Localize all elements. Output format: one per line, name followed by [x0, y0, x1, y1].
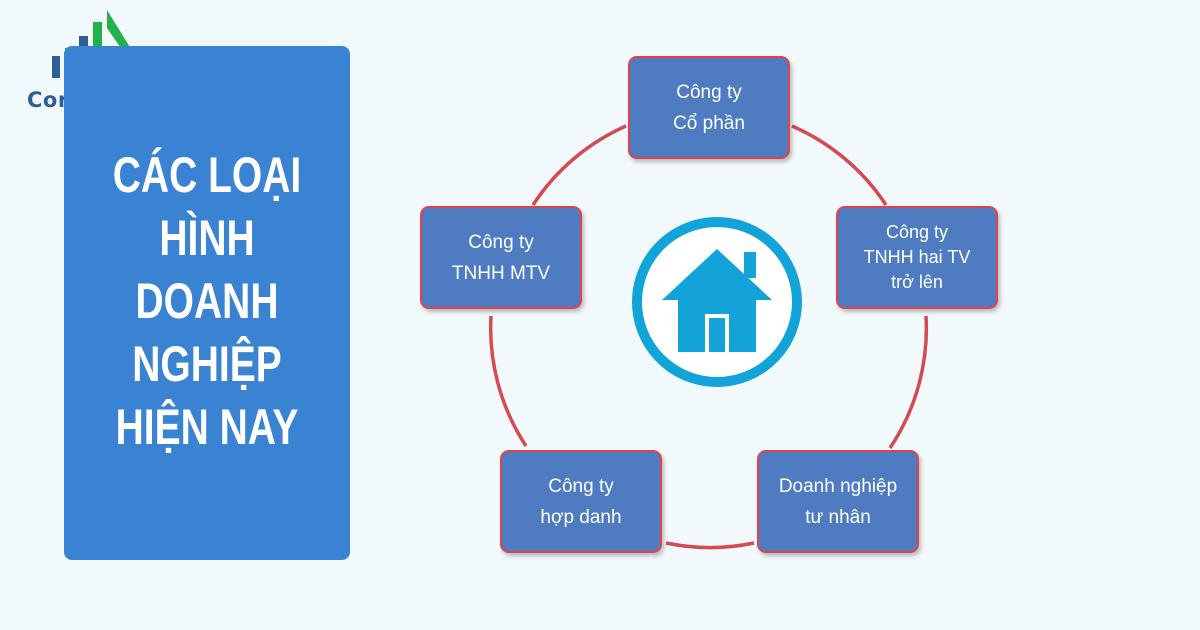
ring-arc	[531, 124, 627, 206]
node-label: Doanh nghiệp	[778, 475, 898, 497]
title-line: DOANH	[135, 273, 279, 329]
page-title: CÁC LOẠI HÌNH DOANH NGHIỆP HIỆN NAY	[95, 144, 318, 459]
title-line: CÁC LOẠI	[112, 147, 302, 203]
node-label: Công ty	[885, 222, 949, 242]
node-label: hợp danh	[540, 506, 622, 528]
node-joint-stock-company: Công ty Cổ phần	[628, 56, 790, 159]
ring-arc	[791, 124, 888, 206]
node-label: tư nhân	[805, 506, 871, 528]
node-label: trở lên	[891, 272, 943, 292]
node-label: TNHH hai TV	[863, 247, 971, 267]
node-llc-single-member: Công ty TNHH MTV	[420, 206, 582, 309]
node-partnership: Công ty hợp danh	[500, 450, 662, 553]
node-label: Công ty	[548, 475, 614, 497]
node-label: Cổ phần	[673, 112, 745, 134]
title-line: NGHIỆP	[132, 336, 282, 392]
title-panel: CÁC LOẠI HÌNH DOANH NGHIỆP HIỆN NAY	[64, 46, 350, 560]
node-label: Công ty	[676, 81, 742, 103]
title-line: HÌNH	[159, 210, 255, 266]
node-label: TNHH MTV	[451, 262, 551, 284]
ring-arc	[888, 315, 929, 449]
house-icon	[632, 217, 802, 387]
ring-arc	[665, 541, 755, 550]
ring-arc	[488, 315, 528, 447]
node-llc-multi-member: Công ty TNHH hai TV trở lên	[836, 206, 998, 309]
title-line: HIỆN NAY	[115, 399, 299, 455]
cycle-ring	[488, 124, 929, 550]
node-label: Công ty	[468, 231, 534, 253]
node-private-enterprise: Doanh nghiệp tư nhân	[757, 450, 919, 553]
